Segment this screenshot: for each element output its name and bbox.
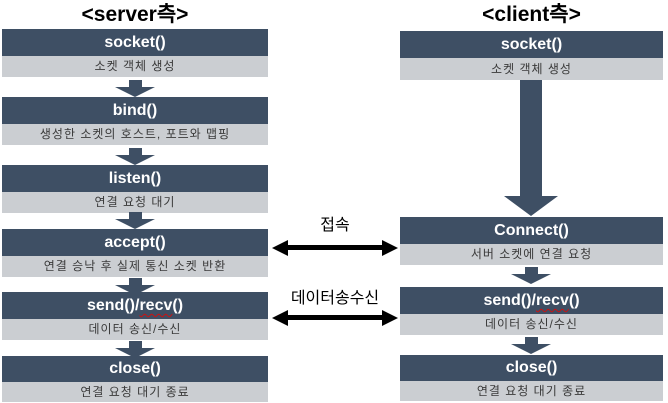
step-title: close() xyxy=(2,356,268,382)
step-desc: 소켓 객체 생성 xyxy=(2,56,268,77)
arrow-stem xyxy=(520,80,542,196)
step-desc: 서버 소켓에 연결 요청 xyxy=(400,244,663,265)
connect-link-label: 접속 xyxy=(320,217,350,234)
step-desc: 생성한 소켓의 호스트, 포트와 맵핑 xyxy=(2,124,268,145)
arrow-head xyxy=(115,285,155,295)
down-arrow-icon xyxy=(115,148,155,165)
label-part: () xyxy=(568,292,580,309)
step-desc: 연결 요청 대기 종료 xyxy=(2,382,268,402)
step-title: bind() xyxy=(2,97,268,124)
arrow-head xyxy=(115,348,155,358)
client-step-send-recv: send()/recv() 데이터 송신/수신 xyxy=(400,287,663,335)
arrow-head xyxy=(115,155,155,165)
arrow-stem xyxy=(128,148,142,155)
label-part: () xyxy=(172,297,184,314)
arrow-head-left xyxy=(272,309,288,326)
step-title: Connect() xyxy=(400,217,663,244)
arrow-head-left xyxy=(272,239,288,256)
server-step-bind: bind() 생성한 소켓의 호스트, 포트와 맵핑 xyxy=(2,97,268,145)
double-arrow-icon xyxy=(272,309,398,326)
label-part: send()/ xyxy=(483,292,536,309)
down-arrow-icon xyxy=(511,267,551,284)
arrow-stem xyxy=(288,315,382,320)
arrow-stem xyxy=(524,267,538,274)
server-step-close: close() 연결 요청 대기 종료 xyxy=(2,356,268,402)
down-arrow-icon xyxy=(115,212,155,229)
arrow-stem xyxy=(128,80,142,87)
step-title: send()/recv() xyxy=(400,287,663,314)
arrow-head-right xyxy=(382,239,398,256)
label-part: send()/ xyxy=(86,297,140,314)
client-step-close: close() 연결 요청 대기 종료 xyxy=(400,355,663,401)
step-title: socket() xyxy=(400,31,663,58)
arrow-head xyxy=(511,344,551,354)
long-down-arrow-icon xyxy=(504,80,558,216)
step-desc: 데이터 송신/수신 xyxy=(400,314,663,335)
arrow-head xyxy=(511,274,551,284)
arrow-stem xyxy=(128,278,142,285)
arrow-head xyxy=(115,219,155,229)
step-title: send()/recv() xyxy=(2,292,268,319)
client-column-title: <client측> xyxy=(482,3,581,26)
label-misspelled-part: recv xyxy=(139,297,173,314)
server-step-socket: socket() 소켓 객체 생성 xyxy=(2,29,268,77)
arrow-head xyxy=(115,87,155,97)
step-title: accept() xyxy=(2,229,268,256)
down-arrow-icon xyxy=(115,80,155,97)
data-transfer-link-label: 데이터송수신 xyxy=(290,290,380,307)
arrow-head-right xyxy=(382,309,398,326)
server-column-title: <server측> xyxy=(81,3,189,26)
arrow-stem xyxy=(128,341,142,348)
step-desc: 연결 요청 대기 종료 xyxy=(400,381,663,401)
step-title: listen() xyxy=(2,165,268,192)
step-title: close() xyxy=(400,355,663,381)
step-title: socket() xyxy=(2,29,268,56)
arrow-stem xyxy=(524,337,538,344)
step-desc: 연결 요청 대기 xyxy=(2,192,268,213)
double-arrow-icon xyxy=(272,239,398,256)
label-misspelled-part: recv xyxy=(535,292,569,309)
server-step-send-recv: send()/recv() 데이터 송신/수신 xyxy=(2,292,268,340)
step-desc: 데이터 송신/수신 xyxy=(2,319,268,340)
arrow-head xyxy=(504,196,558,216)
step-desc: 연결 승낙 후 실제 통신 소켓 반환 xyxy=(2,256,268,277)
down-arrow-icon xyxy=(511,337,551,354)
server-step-listen: listen() 연결 요청 대기 xyxy=(2,165,268,213)
step-desc: 소켓 객체 생성 xyxy=(400,58,663,80)
server-step-accept: accept() 연결 승낙 후 실제 통신 소켓 반환 xyxy=(2,229,268,277)
arrow-stem xyxy=(128,212,142,219)
client-step-connect: Connect() 서버 소켓에 연결 요청 xyxy=(400,217,663,265)
down-arrow-icon xyxy=(115,278,155,295)
arrow-stem xyxy=(288,245,382,250)
client-step-socket: socket() 소켓 객체 생성 xyxy=(400,31,663,80)
down-arrow-icon xyxy=(115,341,155,358)
